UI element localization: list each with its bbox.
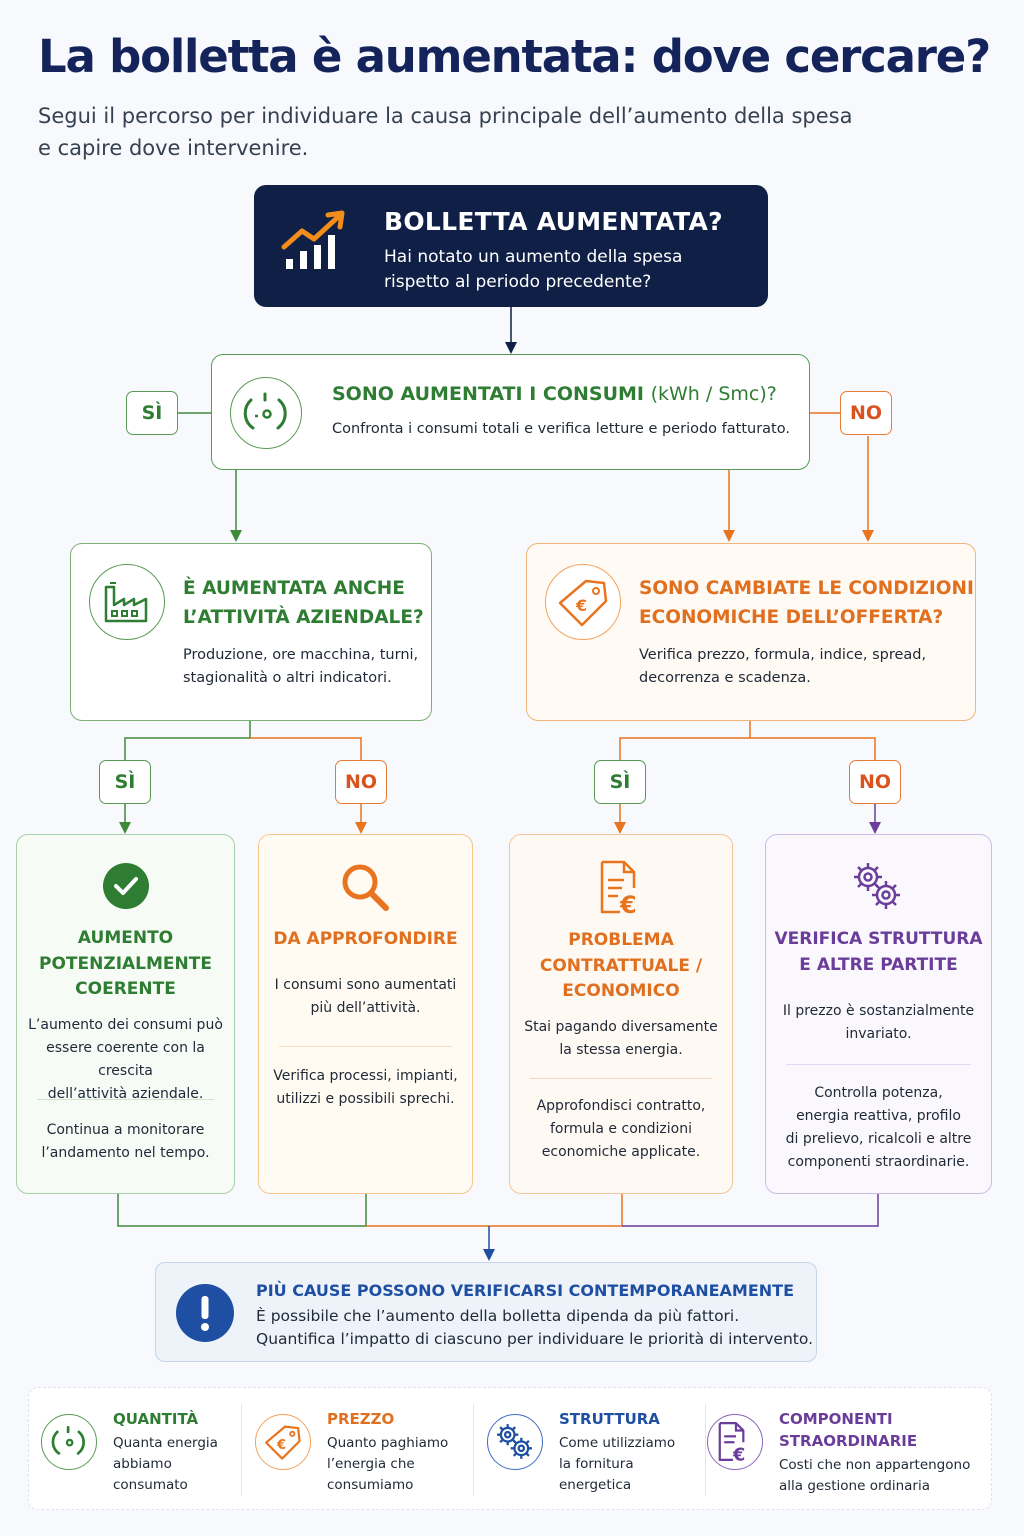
outcome-action: Approfondisci contratto, formula e condi… (536, 1098, 706, 1160)
svg-text:€: € (619, 891, 637, 916)
question-consumption-description: Confronta i consumi totali e verifica le… (332, 421, 790, 437)
legend-item-quantity: QUANTITÀ Quanta energia abbiamo consumat… (29, 1388, 241, 1511)
divider (241, 1404, 242, 1496)
outcome-investigate: DA APPROFONDIRE I consumi sono aumentati… (258, 834, 473, 1194)
divider (786, 1064, 971, 1065)
divider (705, 1404, 706, 1496)
note-text: È possibile che l’aumento della bolletta… (256, 1307, 814, 1348)
note-title: PIÙ CAUSE POSSONO VERIFICARSI CONTEMPORA… (256, 1281, 794, 1300)
trending-up-chart-icon (281, 210, 345, 269)
question-conditions-description: Verifica prezzo, formula, indice, spread… (639, 647, 927, 686)
svg-text:€: € (732, 1446, 745, 1466)
check-circle-icon (103, 863, 149, 909)
question-activity-title: È AUMENTATA ANCHE L’ATTIVITÀ AZIENDALE? (183, 578, 424, 628)
legend-title: QUANTITÀ (113, 1410, 199, 1428)
outcome-coherent: AUMENTO POTENZIALMENTE COERENTE L’aument… (16, 834, 235, 1194)
legend-text: Quanto paghiamo l’energia che consumiamo (327, 1435, 449, 1493)
gears-icon (854, 863, 900, 909)
start-title: BOLLETTA AUMENTATA? (384, 207, 723, 236)
start-box: BOLLETTA AUMENTATA? Hai notato un aument… (254, 185, 768, 307)
no-label: NO (849, 760, 901, 804)
outcome-text: Il prezzo è sostanzialmente invariato. (782, 1003, 975, 1042)
svg-text:€: € (575, 596, 587, 615)
outcome-contractual: € PROBLEMA CONTRATTUALE / ECONOMICO Stai… (509, 834, 733, 1194)
outcome-text: Stai pagando diversamente la stessa ener… (524, 1019, 718, 1058)
question-conditions-title: SONO CAMBIATE LE CONDIZIONI ECONOMICHE D… (639, 578, 974, 628)
euro-document-icon: € (600, 860, 637, 916)
euro-document-icon: € (707, 1414, 763, 1470)
svg-text:€: € (276, 1438, 286, 1453)
question-activity: È AUMENTATA ANCHE L’ATTIVITÀ AZIENDALE? … (70, 543, 432, 721)
gauge-icon (230, 377, 302, 449)
gauge-icon (41, 1414, 97, 1470)
yes-label: SÌ (594, 760, 646, 804)
legend-text: Quanta energia abbiamo consumato (113, 1435, 218, 1493)
yes-label: SÌ (99, 760, 151, 804)
divider (279, 1046, 452, 1047)
search-icon (342, 864, 389, 911)
exclamation-icon (176, 1284, 234, 1342)
outcome-title: DA APPROFONDIRE (273, 929, 458, 949)
outcome-structure: VERIFICA STRUTTURA E ALTRE PARTITE Il pr… (765, 834, 992, 1194)
question-consumption-title: SONO AUMENTATI I CONSUMI (kWh / Smc)? (332, 383, 777, 405)
outcome-title: VERIFICA STRUTTURA E ALTRE PARTITE (774, 929, 983, 975)
euro-tag-icon: € (545, 564, 621, 640)
legend-text: Come utilizziamo la fornitura energetica (559, 1435, 676, 1493)
outcome-action: Controlla potenza, energia reattiva, pro… (785, 1085, 972, 1170)
yes-label: SÌ (126, 391, 178, 435)
legend-item-extraordinary: € COMPONENTI STRAORDINARIE Costi che non… (695, 1388, 991, 1511)
divider (37, 1099, 214, 1100)
no-label: NO (840, 391, 892, 435)
legend: QUANTITÀ Quanta energia abbiamo consumat… (28, 1387, 992, 1510)
divider (473, 1404, 474, 1496)
legend-item-price: € PREZZO Quanto paghiamo l’energia che c… (243, 1388, 473, 1511)
legend-text: Costi che non appartengono alla gestione… (779, 1457, 971, 1494)
divider (530, 1078, 712, 1079)
multiple-causes-note: PIÙ CAUSE POSSONO VERIFICARSI CONTEMPORA… (155, 1262, 817, 1362)
question-conditions: € SONO CAMBIATE LE CONDIZIONI ECONOMICHE… (526, 543, 976, 721)
start-description: Hai notato un aumento della spesa rispet… (384, 247, 683, 292)
outcome-title: PROBLEMA CONTRATTUALE / ECONOMICO (539, 930, 703, 1001)
outcome-text: L’aumento dei consumi può essere coerent… (28, 1017, 223, 1102)
euro-tag-icon: € (255, 1414, 311, 1470)
legend-item-structure: STRUTTURA Come utilizziamo la fornitura … (475, 1388, 705, 1511)
outcome-action: Continua a monitorare l’andamento nel te… (41, 1122, 210, 1161)
page-title: La bolletta è aumentata: dove cercare? (38, 30, 991, 83)
factory-icon (89, 564, 165, 640)
outcome-action: Verifica processi, impianti, utilizzi e … (273, 1068, 458, 1107)
legend-title: STRUTTURA (559, 1410, 660, 1428)
no-label: NO (335, 760, 387, 804)
outcome-title: AUMENTO POTENZIALMENTE COERENTE (39, 928, 212, 999)
outcome-text: I consumi sono aumentati più dell’attivi… (274, 977, 457, 1016)
question-activity-description: Produzione, ore macchina, turni, stagion… (183, 647, 419, 686)
gears-icon (487, 1414, 543, 1470)
page-subtitle: Segui il percorso per individuare la cau… (38, 104, 853, 160)
question-consumption: SONO AUMENTATI I CONSUMI (kWh / Smc)? Co… (211, 354, 810, 470)
legend-title: PREZZO (327, 1410, 395, 1428)
legend-title: COMPONENTI STRAORDINARIE (779, 1410, 918, 1450)
